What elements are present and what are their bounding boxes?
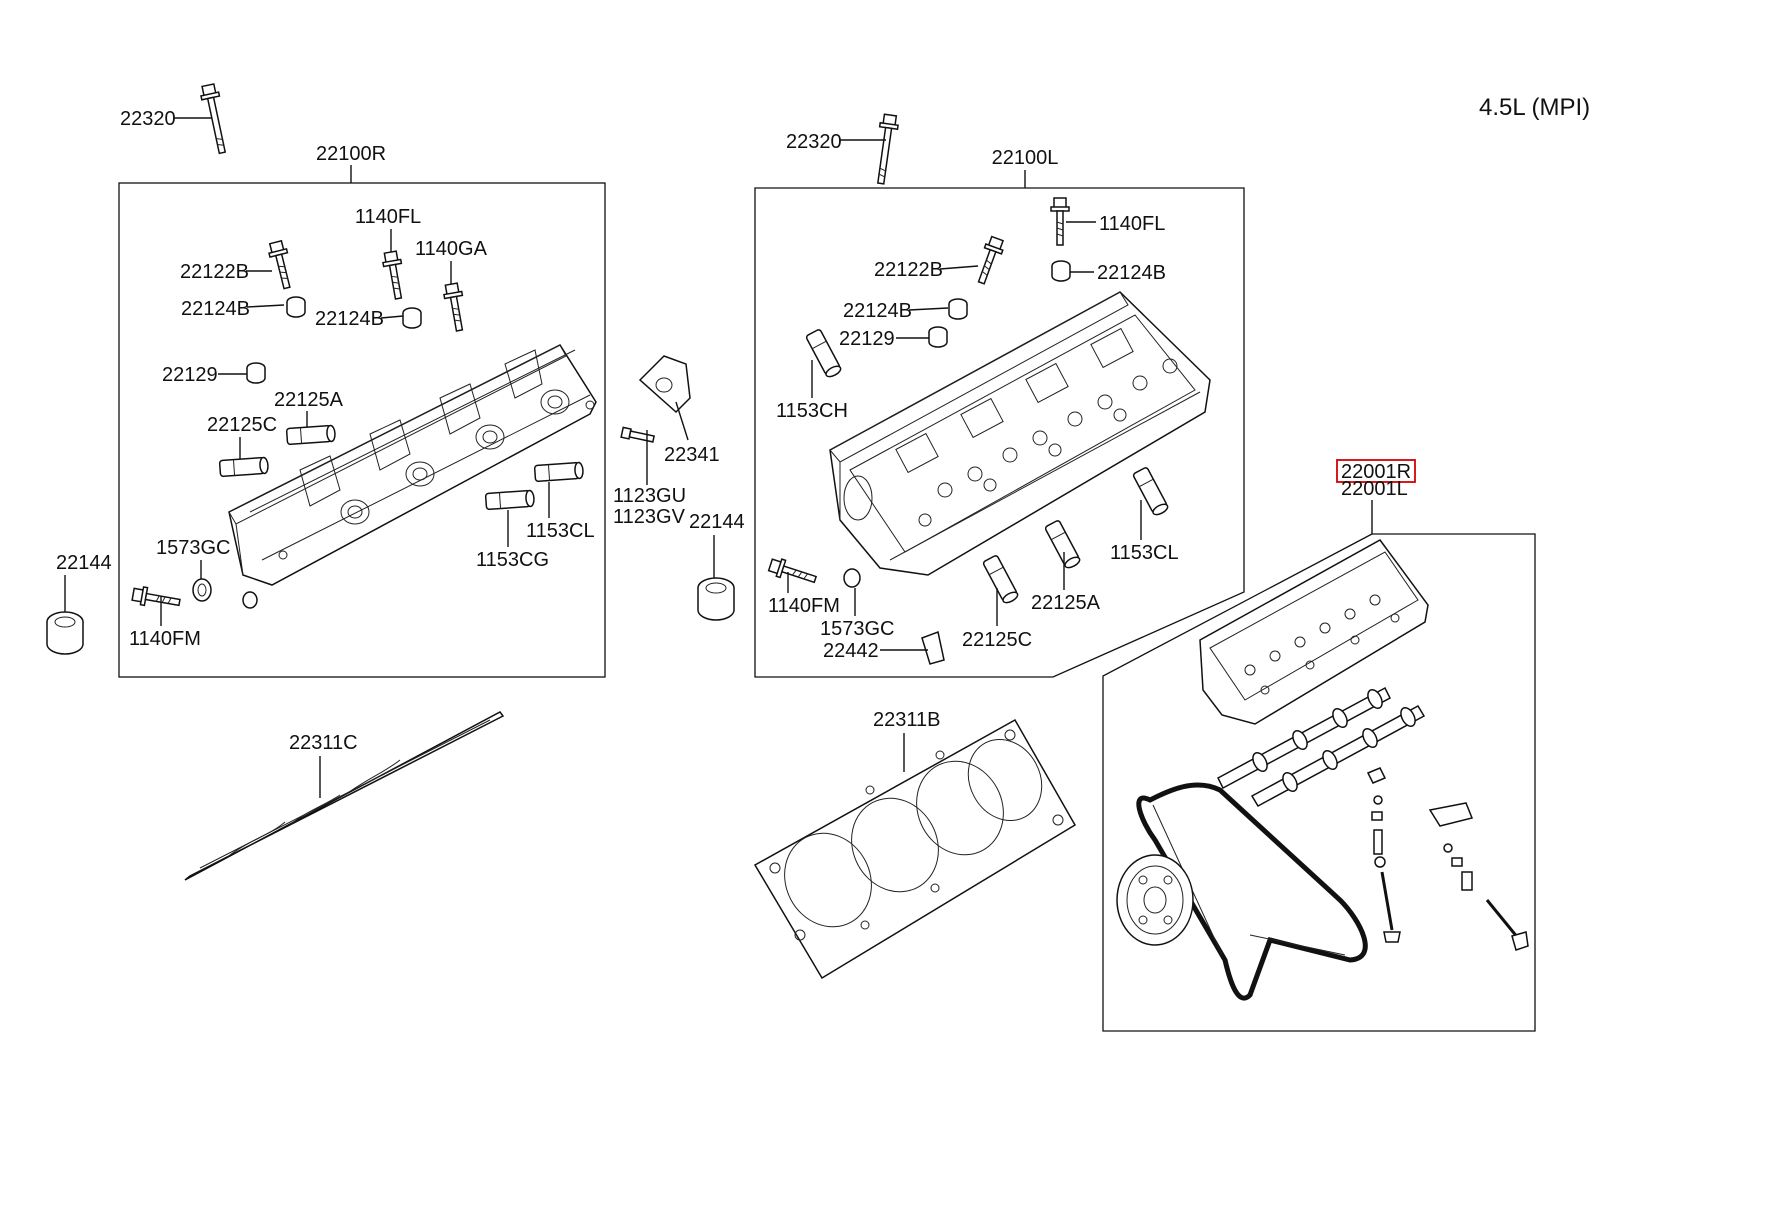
label-22311c[interactable]: 22311C bbox=[289, 732, 358, 754]
label-1573gc-left[interactable]: 1573GC bbox=[820, 618, 895, 640]
label-22122b-left[interactable]: 22122B bbox=[874, 259, 943, 281]
label-1140fm-left[interactable]: 1140FM bbox=[768, 595, 840, 617]
label-22100l[interactable]: 22100L bbox=[992, 147, 1059, 169]
plug-22144-left-part[interactable] bbox=[46, 611, 84, 655]
label-1140fl-left[interactable]: 1140FL bbox=[1099, 213, 1165, 235]
bolt-22122b-right-part[interactable] bbox=[266, 239, 297, 291]
bush-22124b-right-b-part[interactable] bbox=[402, 307, 422, 329]
label-22125a-right[interactable]: 22125A bbox=[274, 389, 344, 411]
label-22129-right[interactable]: 22129 bbox=[162, 364, 218, 386]
bolt-1140fm-right-part[interactable] bbox=[130, 584, 182, 613]
cylinder-head-right-part[interactable] bbox=[228, 344, 597, 586]
label-22320-mid[interactable]: 22320 bbox=[786, 131, 842, 153]
tube-22125c-left-part[interactable] bbox=[981, 554, 1021, 606]
label-22100r[interactable]: 22100R bbox=[316, 143, 386, 165]
label-22125c-right[interactable]: 22125C bbox=[207, 414, 277, 436]
label-1573gc-right[interactable]: 1573GC bbox=[156, 537, 231, 559]
label-22125c-left[interactable]: 22125C bbox=[962, 629, 1032, 651]
label-22124b-right-b[interactable]: 22124B bbox=[315, 308, 384, 330]
label-22122b-right[interactable]: 22122B bbox=[180, 261, 249, 283]
valve-train-1-part[interactable] bbox=[1366, 767, 1401, 943]
key-22442-part[interactable] bbox=[921, 630, 945, 665]
gasket-22311c-part[interactable] bbox=[184, 711, 505, 881]
seal-1573gc-right-part[interactable] bbox=[192, 578, 212, 602]
label-1140fl-right[interactable]: 1140FL bbox=[355, 206, 421, 228]
label-22124b-right-a[interactable]: 22124B bbox=[181, 298, 250, 320]
label-22129-left[interactable]: 22129 bbox=[839, 328, 895, 350]
tube-1153ch-part[interactable] bbox=[804, 328, 844, 380]
tube-1153cl-left-part[interactable] bbox=[1131, 466, 1171, 518]
seal-1573gc-left-part[interactable] bbox=[843, 568, 861, 588]
tube-22125c-right-part[interactable] bbox=[218, 456, 270, 478]
sub-assy-frame bbox=[1102, 533, 1536, 1032]
label-22320-left[interactable]: 22320 bbox=[120, 108, 176, 130]
cylinder-head-mini-part[interactable] bbox=[1199, 539, 1429, 725]
camshaft-1-part[interactable] bbox=[1217, 686, 1391, 790]
head-right-group: 22100R 22320 1140FL 1140GA 22122B 22124B… bbox=[118, 82, 606, 678]
cylinder-head-left-part[interactable] bbox=[829, 291, 1211, 576]
tube-22125a-right-part[interactable] bbox=[285, 424, 337, 446]
label-22124b-left-b[interactable]: 22124B bbox=[843, 300, 912, 322]
bolt-22320-left-part[interactable] bbox=[198, 82, 232, 156]
bolt-1123gu-part[interactable] bbox=[620, 426, 655, 443]
label-22001r[interactable]: 22001R bbox=[1341, 461, 1411, 483]
bush-22124b-right-a-part[interactable] bbox=[286, 296, 306, 318]
tube-1153cl-right-part[interactable] bbox=[533, 461, 585, 483]
camshaft-2-part[interactable] bbox=[1250, 704, 1426, 808]
gasket-22311b-part[interactable] bbox=[753, 718, 1077, 980]
plug-22129-right-part[interactable] bbox=[246, 362, 266, 384]
engine-title: 4.5L (MPI) bbox=[1479, 94, 1590, 121]
label-22001l[interactable]: 22001L bbox=[1341, 478, 1408, 500]
tube-1153cg-part[interactable] bbox=[484, 489, 536, 511]
plug-22129-left-part[interactable] bbox=[928, 326, 948, 348]
bolt-22122b-left-part[interactable] bbox=[972, 234, 1007, 287]
label-22311b[interactable]: 22311B bbox=[873, 709, 940, 731]
label-1140fm-right[interactable]: 1140FM bbox=[129, 628, 201, 650]
bush-22124b-left-b-part[interactable] bbox=[948, 298, 968, 320]
label-1153cl-right[interactable]: 1153CL bbox=[526, 520, 595, 542]
plug-22144-mid-part[interactable] bbox=[697, 577, 735, 621]
bolt-1140ga-part[interactable] bbox=[441, 281, 470, 333]
label-1123gv[interactable]: 1123GV bbox=[613, 506, 686, 528]
cover-22341-part[interactable] bbox=[638, 355, 691, 414]
cam-sprocket-part[interactable] bbox=[1116, 854, 1194, 946]
highlight-22001r bbox=[1336, 459, 1416, 483]
tube-22125a-left-part[interactable] bbox=[1043, 519, 1083, 571]
bush-22124b-left-a-part[interactable] bbox=[1051, 260, 1071, 282]
head-left-group: 22100L 22320 1140FL 22124B 22122B 22124B… bbox=[754, 113, 1245, 678]
seal-small-right-part bbox=[242, 591, 258, 609]
label-1153cg[interactable]: 1153CG bbox=[476, 549, 549, 571]
label-22124b-left-a[interactable]: 22124B bbox=[1097, 262, 1166, 284]
label-1123gu[interactable]: 1123GU bbox=[613, 485, 686, 507]
head-left-frame bbox=[754, 187, 1245, 678]
label-22442[interactable]: 22442 bbox=[823, 640, 879, 662]
head-right-frame bbox=[118, 182, 606, 678]
bolt-22320-mid-part[interactable] bbox=[871, 113, 901, 186]
label-1153cl-left[interactable]: 1153CL bbox=[1110, 542, 1179, 564]
label-22144-mid[interactable]: 22144 bbox=[689, 511, 745, 533]
label-1153ch[interactable]: 1153CH bbox=[776, 400, 848, 422]
label-22144-left[interactable]: 22144 bbox=[56, 552, 112, 574]
label-1140ga[interactable]: 1140GA bbox=[415, 238, 488, 260]
bolt-1140fl-right-part[interactable] bbox=[380, 249, 409, 301]
valve-train-2-part[interactable] bbox=[1428, 802, 1529, 951]
head-sub-assy-group: 22001R 22001L bbox=[1102, 459, 1536, 1032]
bolt-1140fm-left-part[interactable] bbox=[766, 555, 819, 589]
label-22341[interactable]: 22341 bbox=[664, 444, 720, 466]
label-22125a-left[interactable]: 22125A bbox=[1031, 592, 1101, 614]
